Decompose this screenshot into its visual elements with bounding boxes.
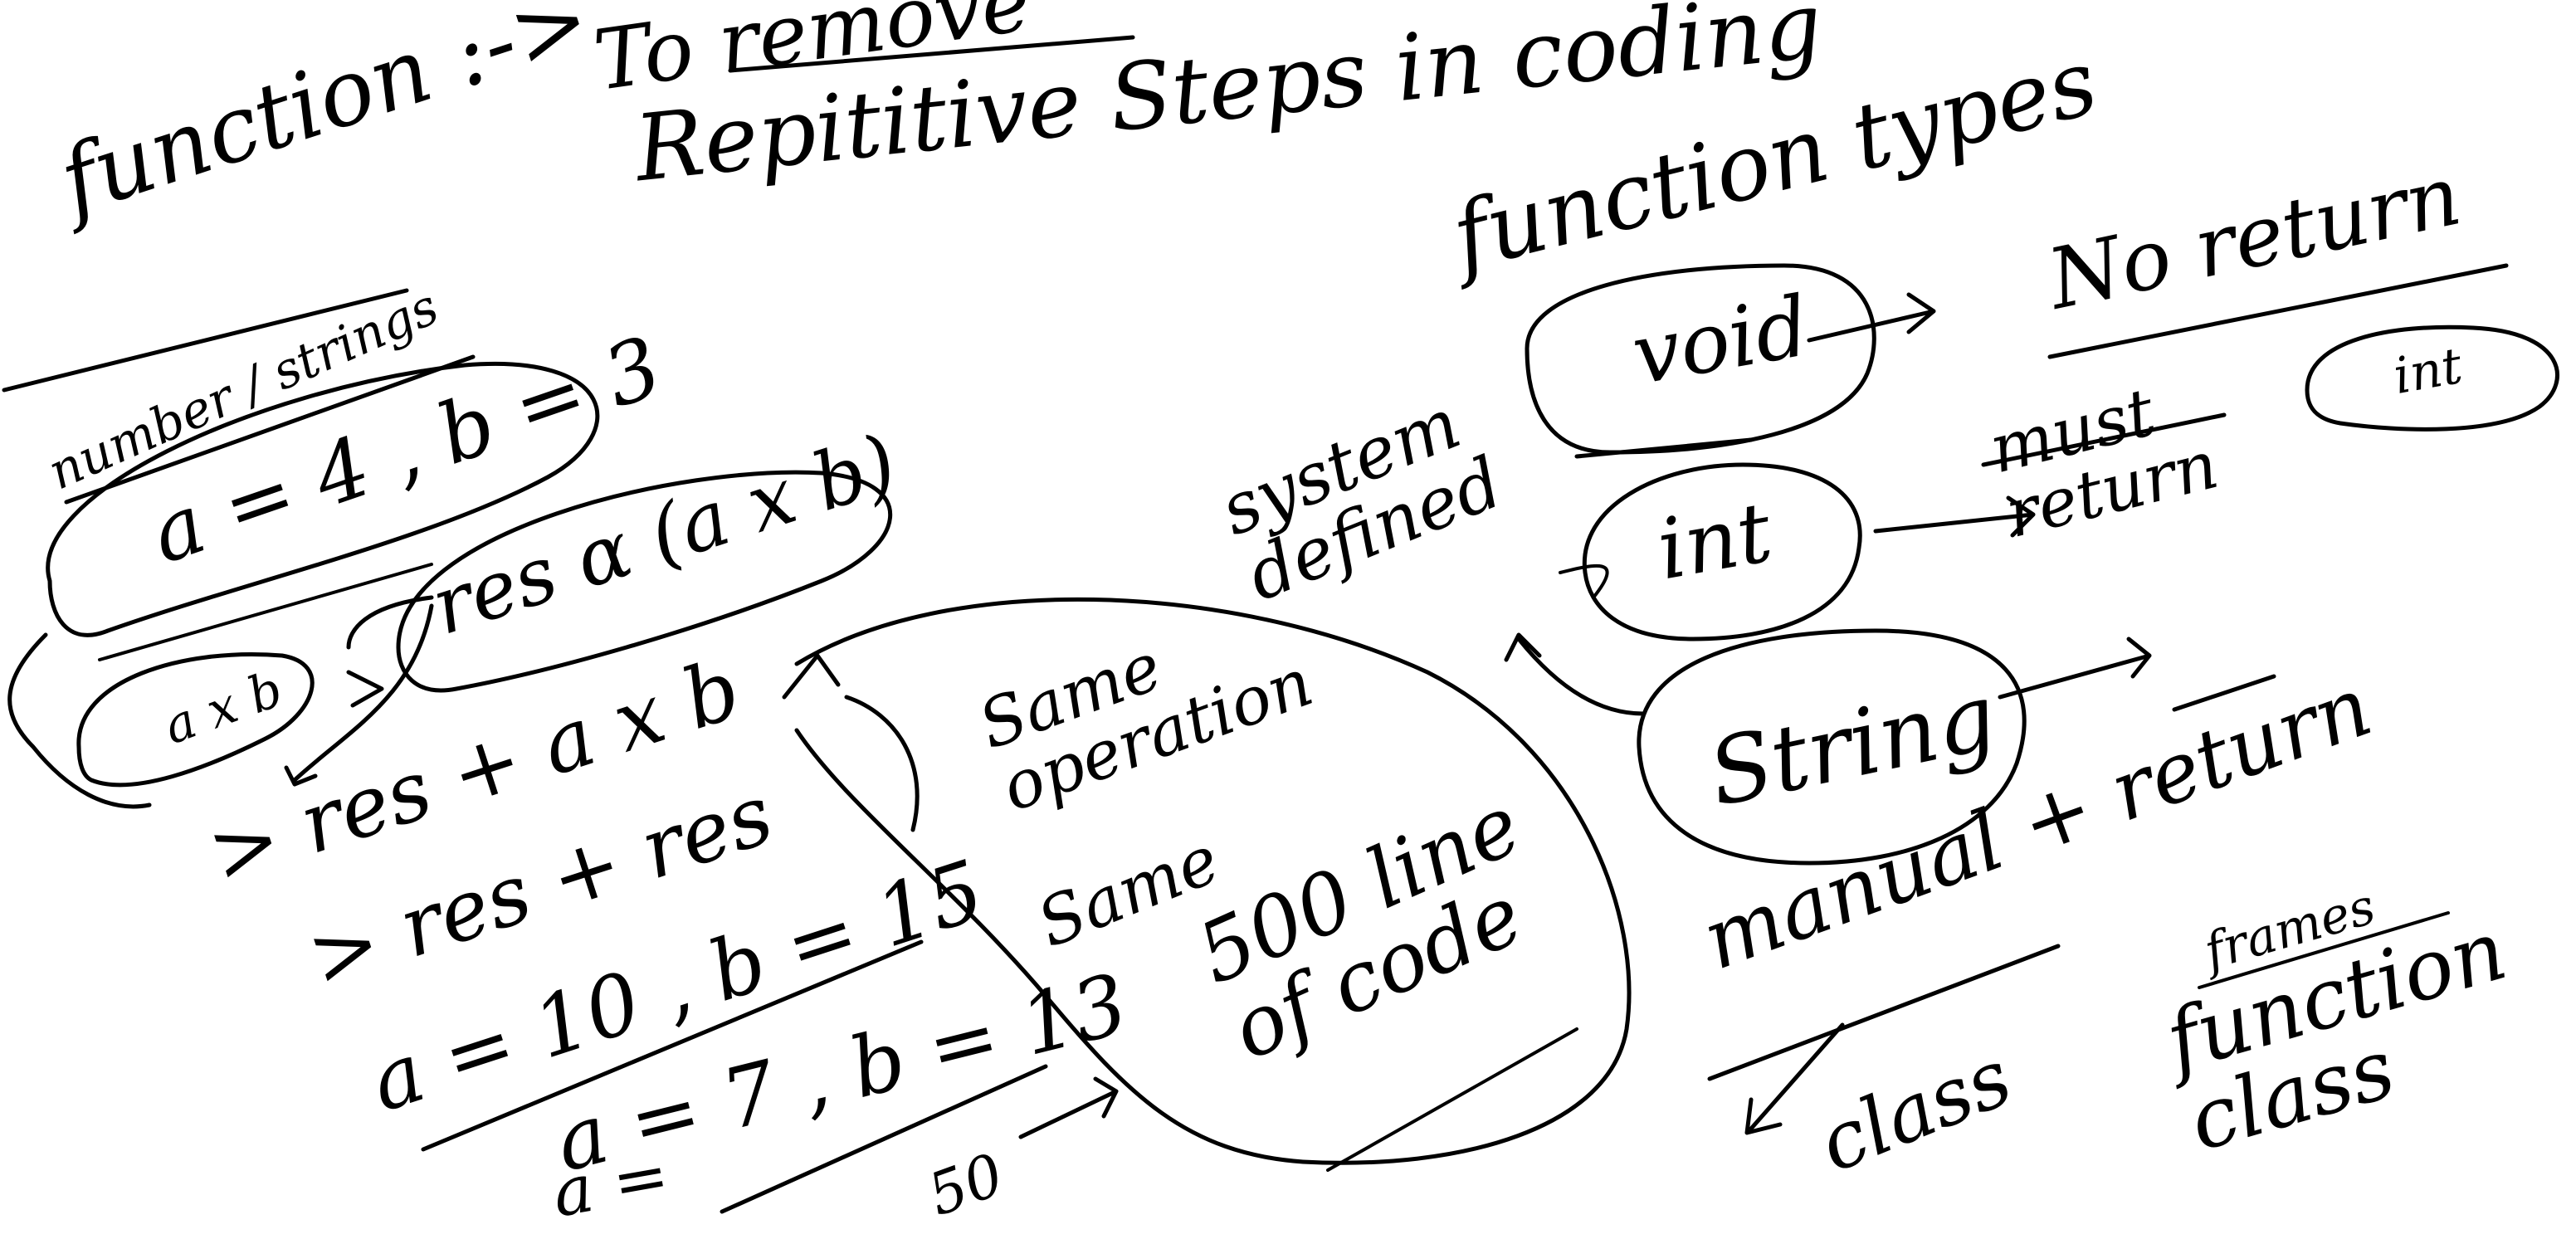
- oval-500-lines: [794, 597, 1632, 1165]
- arrow-manual-to-class: [1744, 1022, 1845, 1135]
- arrow-axb-to-res: [346, 595, 434, 708]
- underline-no-return: [2047, 263, 2509, 359]
- arrow-to-res-plus: [284, 603, 434, 787]
- underline-string-blank: [2172, 674, 2276, 712]
- label-int-small: int: [2389, 336, 2466, 407]
- underline-remove: [728, 35, 1135, 73]
- bracket-left: [7, 632, 152, 809]
- oval-a4-b3: [46, 362, 600, 637]
- arrow-int: [1873, 495, 2036, 538]
- arrow-curl-same: [782, 653, 920, 832]
- underline-code: [1326, 1027, 1578, 1172]
- underline-must: [1981, 412, 2227, 467]
- oval-int-small: [2305, 324, 2559, 432]
- underline-ab2: [421, 939, 924, 1152]
- label-int: int: [1650, 483, 1779, 599]
- oval-res-formula: [396, 470, 892, 693]
- underline-manual: [1707, 944, 2061, 1081]
- label-a-eq: a =: [546, 1135, 675, 1232]
- underline-a4-b3: [98, 563, 433, 661]
- arrow-50: [1018, 1076, 1119, 1139]
- oval-string: [1637, 628, 2027, 866]
- arrow-system-defined: [1504, 632, 1646, 716]
- oval-int: [1582, 462, 1862, 641]
- arrow-void: [1807, 292, 1936, 343]
- oval-void: [1525, 263, 1876, 455]
- underline-function: [2, 288, 409, 393]
- strike-frames: [2198, 911, 2450, 989]
- connector-defined-int: [1559, 563, 1609, 599]
- arrow-string: [1998, 637, 2152, 700]
- underline-number-strings: [64, 354, 476, 505]
- underline-ab3: [720, 1064, 1048, 1214]
- oval-axb: [76, 651, 315, 788]
